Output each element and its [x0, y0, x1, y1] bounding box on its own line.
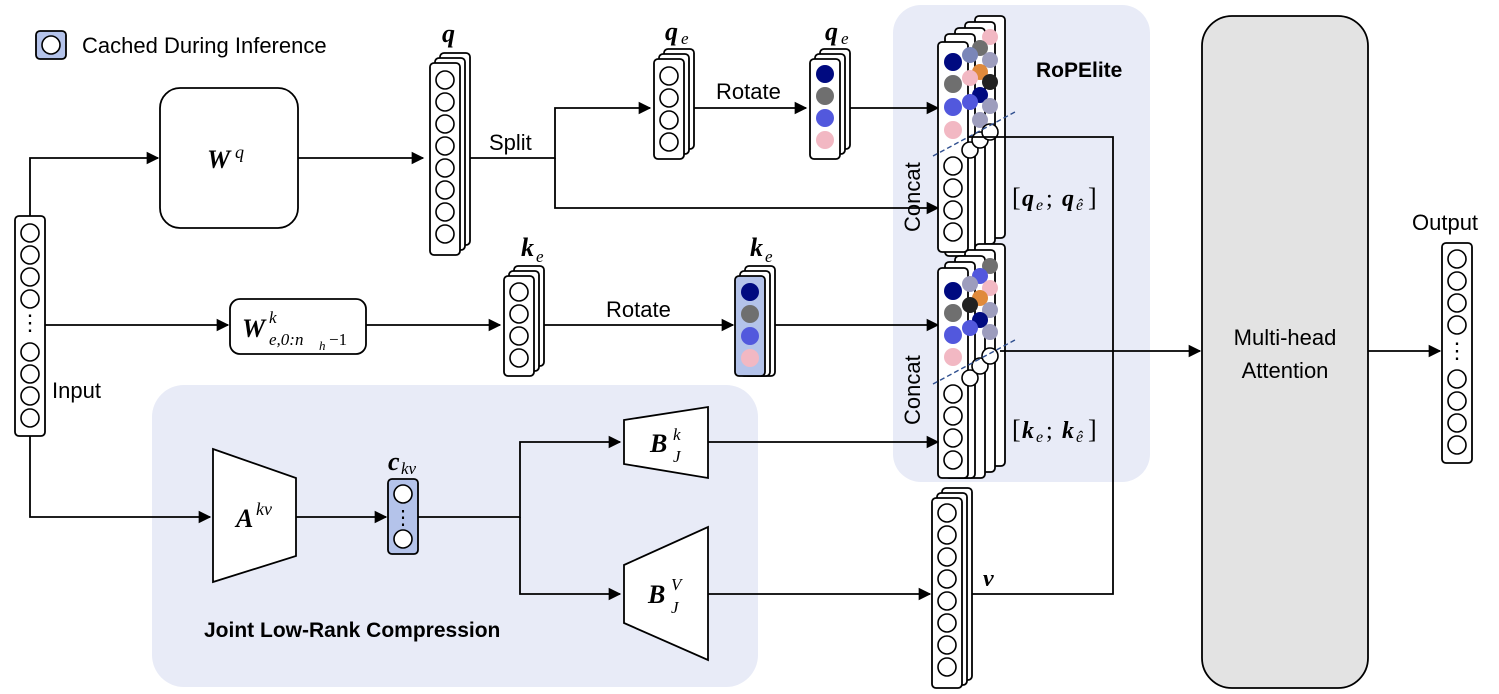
- svg-text:kv: kv: [256, 499, 272, 519]
- rotate-q-label: Rotate: [716, 79, 781, 104]
- svg-text:q: q: [1062, 186, 1074, 212]
- q-label: q: [442, 19, 455, 48]
- svg-text:]: ]: [1088, 415, 1097, 444]
- svg-text:k: k: [1022, 418, 1034, 444]
- svg-text:e,0:n: e,0:n: [269, 330, 303, 349]
- svg-text:−1: −1: [329, 330, 347, 349]
- rotate-k-label: Rotate: [606, 297, 671, 322]
- svg-text:k: k: [521, 233, 534, 262]
- output-vector: ⋮: [1441, 242, 1473, 464]
- svg-text:⋮: ⋮: [1446, 338, 1468, 363]
- mha-line1: Multi-head: [1234, 325, 1337, 350]
- svg-text:k: k: [750, 233, 763, 262]
- svg-text:e: e: [681, 29, 689, 48]
- v-vector-stack: [931, 487, 973, 689]
- svg-text:k: k: [673, 425, 681, 444]
- ckv-label: c kv: [388, 447, 417, 478]
- split-label: Split: [489, 130, 532, 155]
- legend: Cached During Inference: [35, 30, 327, 60]
- svg-text:kv: kv: [401, 459, 417, 478]
- multi-head-attention-block: Multi-head Attention: [1201, 15, 1369, 689]
- svg-text:J: J: [671, 598, 680, 617]
- svg-text:W: W: [207, 145, 232, 174]
- qe-rot-label: q e: [825, 17, 849, 48]
- svg-text:B: B: [647, 580, 665, 609]
- joint-compression-label: Joint Low-Rank Compression: [204, 619, 500, 642]
- svg-text:B: B: [649, 429, 667, 458]
- akv-block: A kv: [212, 447, 297, 584]
- svg-text:;: ;: [1046, 186, 1053, 212]
- svg-text:ê: ê: [1076, 197, 1084, 214]
- concat-k-stack: [932, 243, 1016, 479]
- svg-text:e: e: [536, 247, 544, 266]
- ke-rotated-stack: [734, 265, 776, 377]
- output-label: Output: [1412, 210, 1478, 235]
- concat-q-label: [ q e ; q ê ]: [1012, 183, 1097, 214]
- svg-text:q: q: [1022, 186, 1034, 212]
- wk-block: W k e,0:n h −1: [229, 298, 367, 355]
- ke-vector-stack: [503, 265, 545, 377]
- concat-top-label: Concat: [900, 162, 925, 232]
- svg-text:⋮: ⋮: [19, 310, 41, 335]
- svg-text:e: e: [765, 247, 773, 266]
- bk-block: B k J: [623, 405, 709, 480]
- svg-text:e: e: [841, 29, 849, 48]
- qe-label: q e: [665, 17, 689, 48]
- mha-line2: Attention: [1242, 358, 1329, 383]
- svg-text:W: W: [242, 314, 267, 343]
- qe-vector-stack: [653, 48, 695, 160]
- svg-text:⋮: ⋮: [393, 507, 413, 529]
- concat-q-stack: [932, 15, 1016, 257]
- svg-text:c: c: [388, 447, 400, 476]
- concat-k-label: [ k e ; k ê ]: [1012, 415, 1097, 446]
- svg-text:q: q: [235, 142, 244, 162]
- svg-text:h: h: [319, 338, 326, 353]
- v-label: v: [983, 566, 994, 592]
- concat-bottom-label: Concat: [900, 355, 925, 425]
- svg-text:V: V: [671, 575, 684, 594]
- ckv-vector: ⋮: [387, 478, 419, 555]
- wq-block: W q: [159, 87, 299, 229]
- svg-text:[: [: [1012, 183, 1021, 212]
- bv-block: B V J: [623, 525, 709, 662]
- svg-text:q: q: [665, 17, 678, 46]
- q-vector-stack: [429, 52, 471, 256]
- svg-text:;: ;: [1046, 418, 1053, 444]
- svg-text:k: k: [269, 308, 277, 327]
- ropelite-label: RoPElite: [1036, 59, 1122, 82]
- ke-label: k e: [521, 233, 544, 266]
- svg-text:q: q: [825, 17, 838, 46]
- svg-text:]: ]: [1088, 183, 1097, 212]
- ke-rot-label: k e: [750, 233, 773, 266]
- svg-text:e: e: [1036, 429, 1043, 446]
- svg-text:k: k: [1062, 418, 1074, 444]
- svg-text:J: J: [673, 447, 682, 466]
- qe-rotated-stack: [809, 48, 851, 160]
- joint-compression-panel: [152, 385, 758, 687]
- svg-text:e: e: [1036, 197, 1043, 214]
- svg-text:ê: ê: [1076, 429, 1084, 446]
- svg-text:A: A: [234, 504, 253, 533]
- legend-label: Cached During Inference: [82, 33, 327, 58]
- input-label: Input: [52, 378, 101, 403]
- svg-text:[: [: [1012, 415, 1021, 444]
- input-vector: ⋮: [14, 215, 46, 437]
